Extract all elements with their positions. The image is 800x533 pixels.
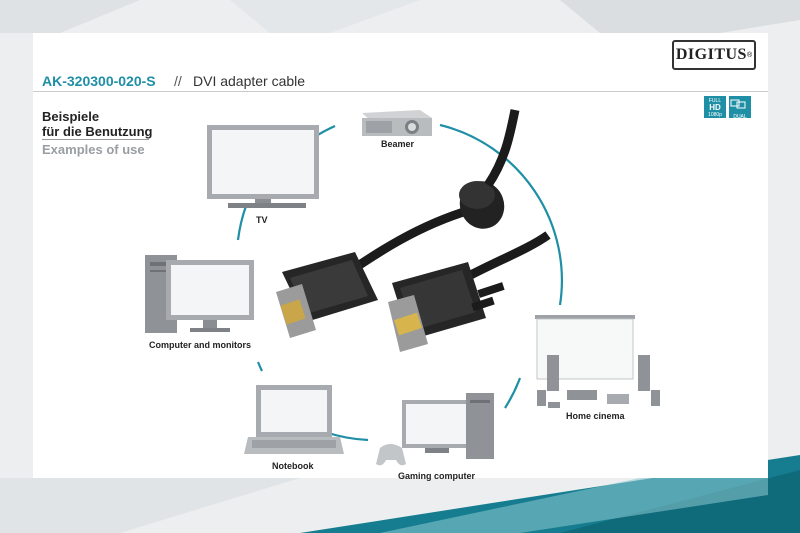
dvi-cable-image	[276, 109, 551, 352]
brand-mark: ®	[746, 51, 753, 59]
label-notebook: Notebook	[272, 461, 314, 471]
title-separator: //	[174, 73, 182, 89]
section-title-de-line1: Beispiele	[42, 109, 100, 124]
bg-shard-top-mid	[230, 0, 420, 33]
bg-shard-bottom-left	[0, 478, 300, 533]
beamer-icon	[362, 110, 432, 136]
notebook-icon	[244, 385, 344, 454]
label-home-cinema: Home cinema	[566, 411, 625, 421]
header-divider	[33, 91, 768, 92]
label-gaming: Gaming computer	[398, 471, 476, 481]
brand-logo: DIGITUS®	[672, 40, 756, 70]
dual-monitor-icon	[730, 99, 746, 109]
full-hd-line2: HD	[709, 103, 721, 112]
full-hd-badge: FULL HD 1080p	[704, 96, 726, 118]
section-rule	[42, 139, 149, 140]
label-tv: TV	[256, 215, 268, 225]
dual-link-text: DUAL LINK	[733, 114, 747, 126]
model-number: AK-320300-020-S	[42, 73, 156, 89]
section-title-de-line2: für die Benutzung	[42, 124, 153, 139]
bg-teal-light	[380, 478, 768, 533]
label-computer: Computer and monitors	[149, 340, 252, 350]
full-hd-line3: 1080p	[708, 112, 722, 118]
label-beamer: Beamer	[381, 139, 415, 149]
section-title-de: Beispiele für die Benutzung	[42, 109, 153, 139]
gaming-computer-icon	[376, 393, 494, 466]
brand-name: DIGITUS	[675, 46, 747, 63]
product-title: DVI adapter cable	[193, 73, 306, 89]
computer-monitor-icon	[145, 255, 254, 333]
home-cinema-icon	[535, 315, 660, 408]
dual-link-badge: DUAL LINK	[729, 96, 751, 126]
tv-icon	[207, 125, 319, 208]
section-title-en: Examples of use	[42, 142, 145, 157]
full-hd-line1: FULL	[708, 98, 722, 104]
bg-shard-top-right	[560, 0, 800, 33]
bg-shard-top-left	[0, 0, 140, 33]
